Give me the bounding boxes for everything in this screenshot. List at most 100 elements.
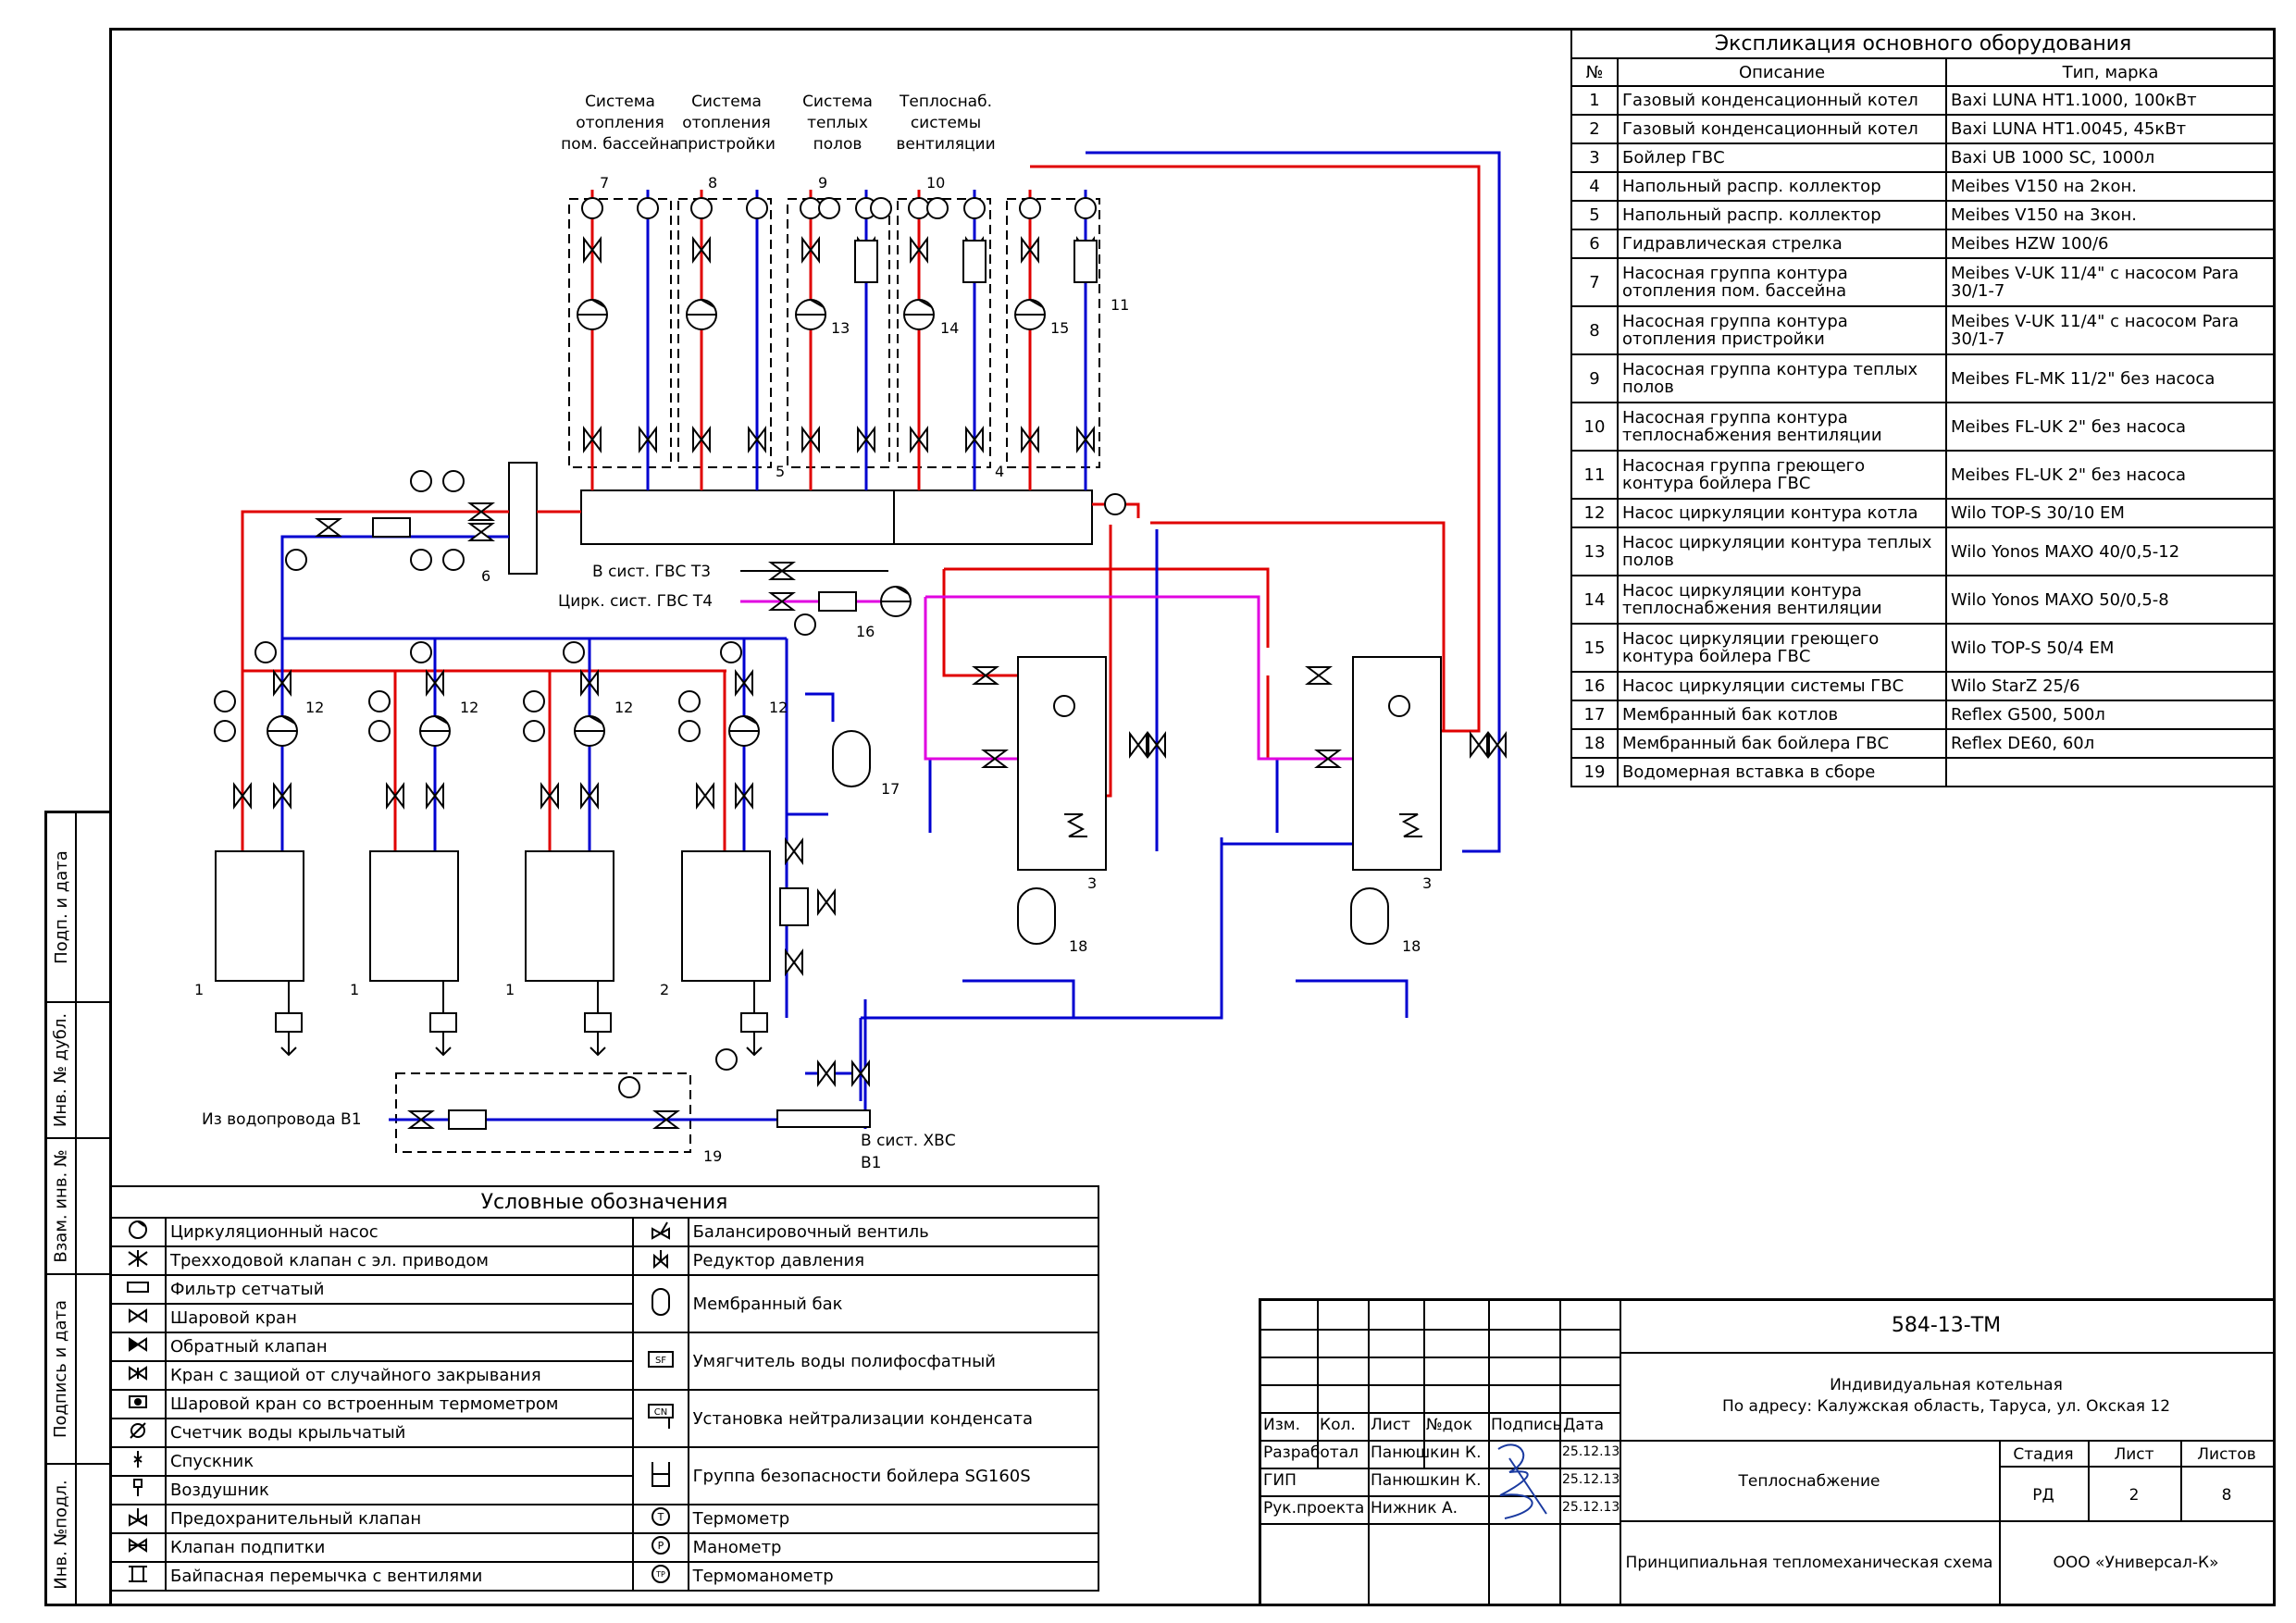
svg-text:7: 7 xyxy=(600,174,609,192)
equipment-type: Meibes FL-UK 2" без насоса xyxy=(1945,402,2276,452)
svg-text:5: 5 xyxy=(776,463,785,480)
legend-row: Воздушник xyxy=(109,1475,1098,1505)
svg-text:12: 12 xyxy=(460,699,478,716)
svg-text:CN: CN xyxy=(653,1407,666,1418)
pump-group-frames xyxy=(395,198,1100,1153)
dhw-pipes xyxy=(740,595,1360,761)
equipment-type: Reflex G500, 500л xyxy=(1945,700,2276,730)
hdr-date: Дата xyxy=(1563,1416,1605,1434)
sheet-header: Лист xyxy=(2114,1445,2154,1464)
legend-label: Шаровой кран xyxy=(165,1303,634,1333)
bypass-icon xyxy=(109,1561,167,1592)
equipment-num: 1 xyxy=(1570,85,1619,116)
equipment-num: 10 xyxy=(1570,402,1619,452)
section-name: Теплоснабжение xyxy=(1738,1472,1880,1491)
condensate-units xyxy=(275,981,768,1057)
strip-cell: Подп. и дата xyxy=(47,813,109,1003)
legend-row: Кран с защиой от случайного закрывания xyxy=(109,1360,1098,1391)
name-developer: Панюшкин К. xyxy=(1371,1443,1482,1462)
equipment-desc: Насосная группа контура отопления пристр… xyxy=(1617,305,1947,355)
equipment-type: Meibes FL-UK 2" без насоса xyxy=(1945,450,2276,500)
legend-row: Шаровой кран xyxy=(109,1303,1098,1333)
legend-label: Кран с защиой от случайного закрывания xyxy=(165,1360,634,1391)
svg-text:11: 11 xyxy=(1111,296,1129,314)
svg-text:Система: Система xyxy=(802,93,873,111)
legend-label: Циркуляционный насос xyxy=(165,1217,634,1247)
pump-icon xyxy=(109,1217,167,1247)
col-type: Тип, марка xyxy=(1945,57,2276,87)
legend-table: Условные обозначения Циркуляционный насо… xyxy=(109,1185,1100,1592)
hdr-list: Лист xyxy=(1371,1416,1411,1434)
equipment-type: Reflex DE60, 60л xyxy=(1945,728,2276,759)
equipment-num: 6 xyxy=(1570,229,1619,259)
thermoball-icon xyxy=(109,1389,167,1419)
cn-icon: CN xyxy=(631,1389,689,1448)
legend-label: Редуктор давления xyxy=(687,1245,1100,1276)
equipment-type: Meibes HZW 100/6 xyxy=(1945,229,2276,259)
equipment-type: Meibes V150 на 2кон. xyxy=(1945,171,2276,202)
sheets-header: Листов xyxy=(2197,1445,2256,1464)
svg-text:19: 19 xyxy=(703,1147,722,1165)
equipment-type xyxy=(1945,757,2276,787)
equipment-desc: Водомерная вставка в сборе xyxy=(1617,757,1947,787)
svg-text:В сист. ГВС Т3: В сист. ГВС Т3 xyxy=(592,563,711,581)
ball-icon xyxy=(109,1303,167,1333)
equipment-num: 19 xyxy=(1570,757,1619,787)
legend-label: Воздушник xyxy=(165,1475,634,1505)
svg-text:3: 3 xyxy=(1087,874,1097,892)
object-address: По адресу: Калужская область, Таруса, ул… xyxy=(1721,1397,2171,1416)
svg-text:1: 1 xyxy=(194,981,204,998)
equipment-type: Wilo TOP-S 30/10 EM xyxy=(1945,498,2276,528)
role-gip: ГИП xyxy=(1263,1471,1297,1490)
equipment-num: 12 xyxy=(1570,498,1619,528)
equipment-type: Meibes V150 на 3кон. xyxy=(1945,200,2276,230)
equipment-type: Wilo TOP-S 50/4 EM xyxy=(1945,623,2276,673)
valves xyxy=(233,238,1507,1129)
name-gip: Панюшкин К. xyxy=(1371,1471,1482,1490)
legend-label: Манометр xyxy=(687,1532,1100,1563)
makeup-icon xyxy=(109,1532,167,1563)
svg-text:1: 1 xyxy=(350,981,359,998)
tank-icon xyxy=(631,1274,689,1333)
svg-text:6: 6 xyxy=(481,567,490,585)
balance-icon xyxy=(631,1217,689,1247)
company-name: ООО «Универсал-К» xyxy=(2053,1554,2219,1572)
svg-text:В1: В1 xyxy=(861,1154,881,1172)
collector xyxy=(580,489,1093,545)
legend-label: Установка нейтрализации конденсата xyxy=(687,1389,1100,1448)
svg-text:18: 18 xyxy=(1402,937,1421,955)
svg-text:вентиляции: вентиляции xyxy=(896,135,995,154)
svg-text:теплых: теплых xyxy=(807,114,868,132)
strip-cell: Подпись и дата xyxy=(47,1275,109,1465)
filters xyxy=(372,240,1098,1130)
relief-icon xyxy=(109,1504,167,1534)
supply-pipes xyxy=(241,165,1481,851)
svg-text:10: 10 xyxy=(926,174,945,192)
hdr-ndoc: №док xyxy=(1426,1416,1473,1434)
sheets-value: 8 xyxy=(2221,1486,2232,1505)
stage-value: РД xyxy=(2032,1486,2054,1505)
equipment-desc: Мембранный бак бойлера ГВС xyxy=(1617,728,1947,759)
legend-label: Клапан подпитки xyxy=(165,1532,634,1563)
equipment-desc: Насос циркуляции контура теплых полов xyxy=(1617,527,1947,576)
legend-label: Трехходовой клапан с эл. приводом xyxy=(165,1245,634,1276)
date-gip: 25.12.13 xyxy=(1562,1472,1620,1487)
legend-label: Обратный клапан xyxy=(165,1332,634,1362)
role-manager: Рук.проекта xyxy=(1263,1499,1365,1518)
svg-text:Цирк. сист. ГВС Т4: Цирк. сист. ГВС Т4 xyxy=(558,592,713,611)
